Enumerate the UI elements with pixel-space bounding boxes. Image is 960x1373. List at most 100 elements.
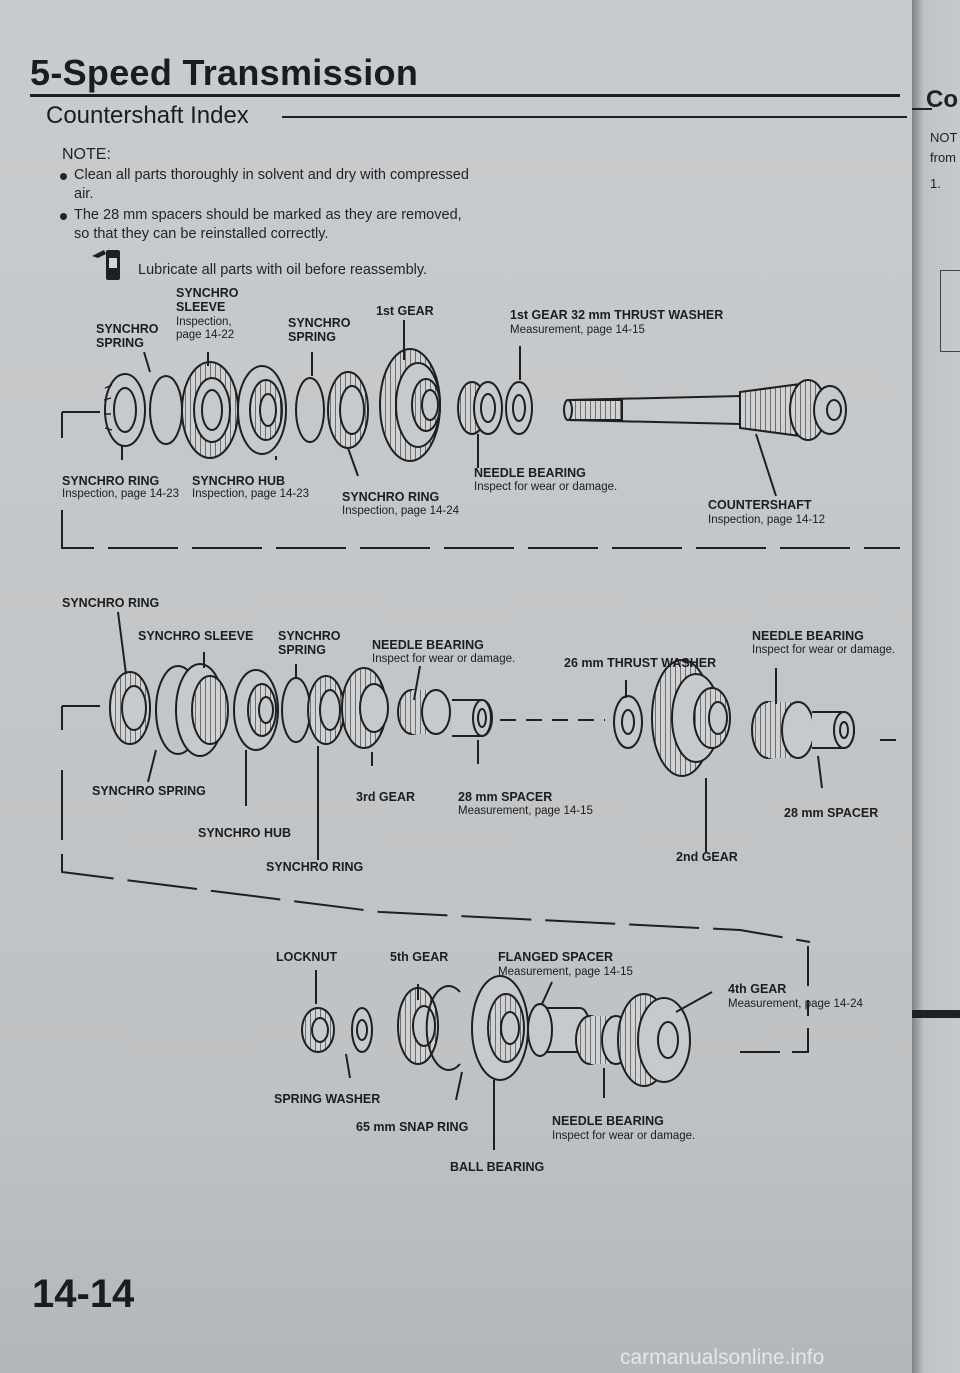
label-g1-thrust-washer: 1st GEAR 32 mm THRUST WASHER bbox=[510, 308, 724, 322]
label-g1-needle-bearing-sub: Inspect for wear or damage. bbox=[474, 481, 618, 493]
label-g2-needle-bearing-1: NEEDLE BEARING bbox=[372, 638, 484, 652]
label-g2-thrust-washer: 26 mm THRUST WASHER bbox=[564, 656, 717, 670]
facing-rule bbox=[912, 108, 932, 110]
label-g2-needle-bearing-2: NEEDLE BEARING bbox=[752, 629, 864, 643]
label-g2-synchro-sleeve: SYNCHRO SLEEVE bbox=[138, 629, 254, 643]
note-item-1: Clean all parts thoroughly in solvent an… bbox=[60, 166, 474, 204]
facing-table-edge bbox=[940, 270, 960, 352]
facing-line-1: NOT bbox=[930, 130, 958, 145]
section-subtitle: Countershaft Index bbox=[46, 102, 249, 129]
label-g1-synchro-ring-left: SYNCHRO RING bbox=[62, 474, 160, 488]
label-g2-spacer-1: 28 mm SPACER bbox=[458, 790, 553, 804]
group1-synchro-ring-left bbox=[103, 373, 146, 447]
group2-connector-line bbox=[61, 770, 811, 943]
note-text-1: Clean all parts thoroughly in solvent an… bbox=[74, 167, 469, 202]
label-g1-synchro-sleeve: SYNCHRO SLEEVE bbox=[176, 286, 239, 314]
exploded-diagram bbox=[61, 320, 900, 1150]
group2-synchro-ring bbox=[109, 671, 151, 745]
group1-synchro-spring-left bbox=[149, 375, 183, 445]
group1-needle-bearing bbox=[457, 381, 503, 435]
group3-snap-ring bbox=[425, 985, 461, 1071]
page-title: 5-Speed Transmission bbox=[30, 52, 419, 93]
label-g2-synchro-ring-bottom: SYNCHRO RING bbox=[266, 860, 364, 874]
label-g1-synchro-hub-sub: Inspection, page 14-23 bbox=[192, 488, 310, 500]
group2-needle-bearing-2 bbox=[751, 701, 815, 759]
group1-synchro-spring-right bbox=[295, 377, 325, 443]
group1-left-bracket bbox=[61, 411, 100, 438]
label-g2-second-gear: 2nd GEAR bbox=[676, 850, 738, 864]
group2-spacer-2 bbox=[812, 711, 855, 749]
group2-thrust-washer bbox=[613, 695, 643, 749]
label-g1-synchro-hub: SYNCHRO HUB bbox=[192, 474, 286, 488]
label-g3-needle-bearing-sub: Inspect for wear or damage. bbox=[552, 1130, 696, 1142]
label-g3-fifth-gear: 5th GEAR bbox=[390, 950, 449, 964]
label-g2-needle-bearing-1-sub: Inspect for wear or damage. bbox=[372, 653, 516, 665]
note-heading: NOTE: bbox=[62, 146, 111, 163]
bullet-icon bbox=[60, 213, 67, 220]
label-g1-first-gear: 1st GEAR bbox=[376, 304, 434, 318]
label-g3-fourth-gear-sub: Measurement, page 14-24 bbox=[728, 998, 863, 1010]
label-g3-snap-ring: 65 mm SNAP RING bbox=[356, 1120, 469, 1134]
bullet-icon bbox=[60, 173, 67, 180]
group2-second-gear bbox=[651, 659, 731, 777]
title-rule bbox=[30, 94, 900, 97]
label-g1-countershaft: COUNTERSHAFT bbox=[708, 498, 812, 512]
group2-synchro-ring-2 bbox=[307, 675, 345, 745]
label-g2-spacer-2: 28 mm SPACER bbox=[784, 806, 879, 820]
label-g1-synchro-spring-right: SYNCHRO SPRING bbox=[288, 316, 351, 344]
facing-dark-strip bbox=[912, 1010, 960, 1018]
oil-can-icon bbox=[92, 250, 120, 280]
group1-countershaft bbox=[563, 379, 847, 441]
label-g3-ball-bearing: BALL BEARING bbox=[450, 1160, 545, 1174]
page-number: 14-14 bbox=[32, 1272, 135, 1316]
label-g1-thrust-washer-sub: Measurement, page 14-15 bbox=[510, 324, 645, 336]
facing-line-2: from bbox=[930, 150, 956, 165]
label-g3-fourth-gear: 4th GEAR bbox=[728, 982, 787, 996]
group2-axis-dashes bbox=[500, 719, 900, 741]
group3-fourth-gear bbox=[617, 993, 691, 1087]
label-g2-synchro-spring-top: SYNCHRO SPRING bbox=[278, 629, 341, 657]
label-g2-needle-bearing-2-sub: Inspect for wear or damage. bbox=[752, 644, 896, 656]
label-g2-synchro-ring-top: SYNCHRO RING bbox=[62, 596, 160, 610]
lubricate-note: Lubricate all parts with oil before reas… bbox=[138, 262, 428, 278]
group1-connector-line bbox=[61, 510, 900, 549]
label-g3-flanged-spacer-sub: Measurement, page 14-15 bbox=[498, 966, 633, 978]
label-g1-synchro-spring-left: SYNCHRO SPRING bbox=[96, 322, 159, 350]
group3-connector-line bbox=[740, 946, 809, 1053]
group1-synchro-hub bbox=[237, 365, 287, 455]
label-g3-spring-washer: SPRING WASHER bbox=[274, 1092, 381, 1106]
facing-page-edge: Co NOT from 1. bbox=[912, 0, 960, 1373]
label-g2-synchro-hub: SYNCHRO HUB bbox=[198, 826, 292, 840]
note-text-2: The 28 mm spacers should be marked as th… bbox=[74, 207, 462, 242]
group3-locknut bbox=[301, 1007, 335, 1053]
group1-thrust-washer bbox=[505, 381, 533, 435]
manual-page: 5-Speed Transmission Countershaft Index … bbox=[0, 0, 912, 1373]
group2-synchro-spring bbox=[281, 677, 311, 743]
label-g3-flanged-spacer: FLANGED SPACER bbox=[498, 950, 614, 964]
group2-spacer-1 bbox=[452, 699, 493, 737]
label-g2-spacer-1-sub: Measurement, page 14-15 bbox=[458, 805, 593, 817]
note-item-2: The 28 mm spacers should be marked as th… bbox=[60, 206, 474, 244]
label-g1-countershaft-sub: Inspection, page 14-12 bbox=[708, 514, 826, 526]
group1-first-gear bbox=[379, 348, 441, 462]
facing-line-3: 1. bbox=[930, 176, 941, 191]
group3-ball-bearing bbox=[471, 975, 529, 1081]
label-g1-synchro-ring-left-sub: Inspection, page 14-23 bbox=[62, 488, 180, 500]
site-watermark: carmanualsonline.info bbox=[620, 1346, 825, 1369]
label-g2-synchro-spring-bottom: SYNCHRO SPRING bbox=[92, 784, 206, 798]
label-g1-synchro-ring-right-sub: Inspection, page 14-24 bbox=[342, 505, 460, 517]
label-g3-needle-bearing: NEEDLE BEARING bbox=[552, 1114, 664, 1128]
group2-synchro-sleeve bbox=[155, 663, 229, 757]
label-g1-synchro-sleeve-sub: Inspection, page 14-22 bbox=[176, 316, 235, 341]
subtitle-rule bbox=[282, 116, 907, 118]
label-g3-locknut: LOCKNUT bbox=[276, 950, 338, 964]
group2-needle-bearing-1 bbox=[397, 689, 451, 735]
label-g2-third-gear: 3rd GEAR bbox=[356, 790, 416, 804]
group1-synchro-sleeve bbox=[181, 361, 239, 459]
label-g1-synchro-ring-right: SYNCHRO RING bbox=[342, 490, 440, 504]
group1-synchro-ring-right bbox=[327, 371, 369, 449]
group2-synchro-hub bbox=[233, 669, 279, 751]
label-g1-needle-bearing: NEEDLE BEARING bbox=[474, 466, 586, 480]
group2-left-bracket bbox=[61, 705, 100, 730]
group2-third-gear bbox=[341, 667, 389, 749]
